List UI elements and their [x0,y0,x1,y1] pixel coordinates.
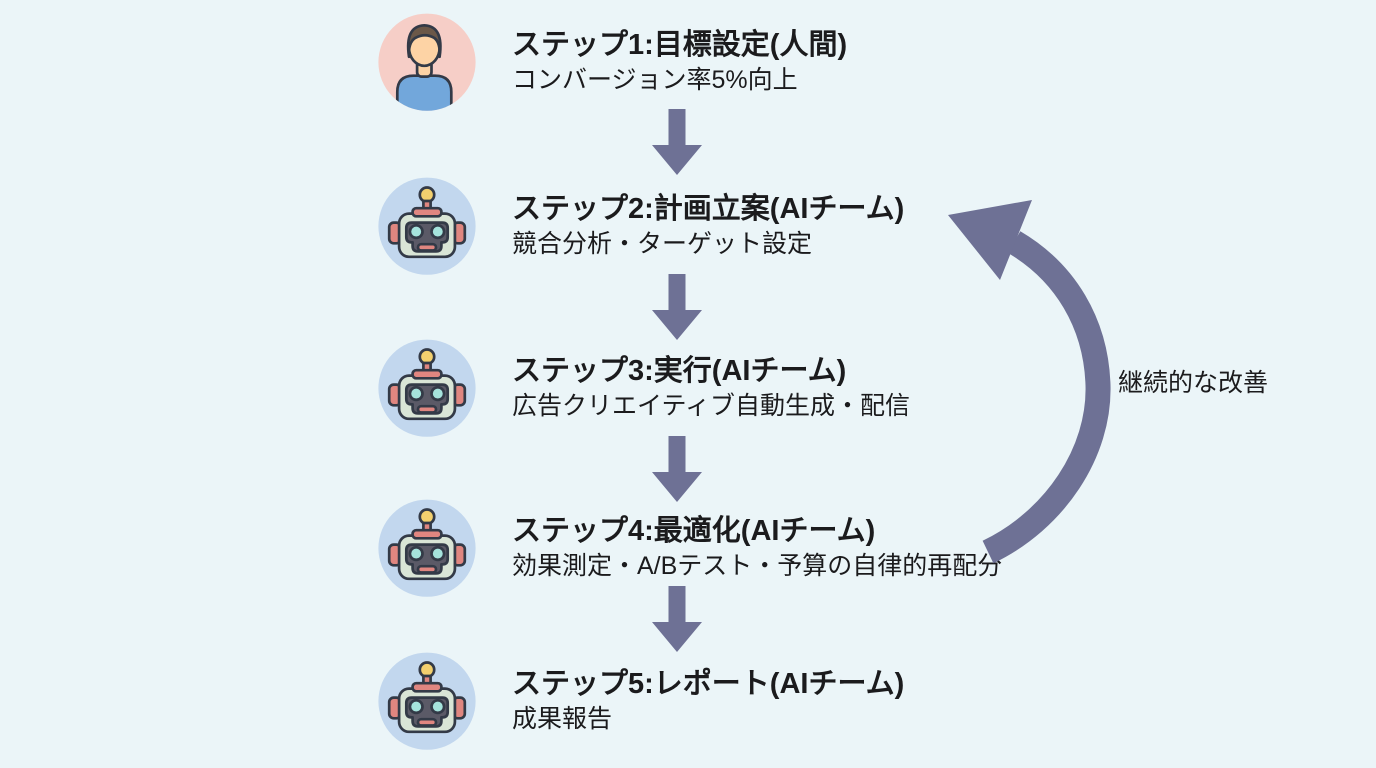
step-title: ステップ4:最適化(AIチーム) [512,515,876,547]
loop-arrow-icon [948,200,1111,564]
step-row-2: ステップ2:計画立案(AIチーム) 競合分析・ターゲット設定 [373,174,1133,292]
step-row-5: ステップ5:レポート(AIチーム) 成果報告 [373,649,1133,767]
down-arrow-icon [652,436,702,502]
human-avatar-icon [373,10,481,118]
step-row-3: ステップ3:実行(AIチーム) 広告クリエイティブ自動生成・配信 [373,336,1133,454]
down-arrow-icon [652,109,702,175]
step-subtitle: コンバージョン率5%向上 [512,66,798,94]
step-title: ステップ5:レポート(AIチーム) [512,668,905,700]
robot-avatar-icon [373,174,481,282]
step-row-4: ステップ4:最適化(AIチーム) 効果測定・A/Bテスト・予算の自律的再配分 [373,496,1133,614]
step-subtitle: 広告クリエイティブ自動生成・配信 [512,392,911,420]
down-arrow-icon [652,274,702,340]
robot-avatar-icon [373,336,481,444]
down-arrow-icon [652,586,702,652]
step-title: ステップ2:計画立案(AIチーム) [512,193,905,225]
step-title: ステップ1:目標設定(人間) [512,29,848,61]
step-subtitle: 効果測定・A/Bテスト・予算の自律的再配分 [512,552,1003,580]
robot-avatar-icon [373,649,481,757]
robot-avatar-icon [373,496,481,604]
step-row-1: ステップ1:目標設定(人間) コンバージョン率5%向上 [373,10,1133,128]
loop-label: 継続的な改善 [1118,369,1269,397]
step-subtitle: 成果報告 [512,705,613,733]
step-title: ステップ3:実行(AIチーム) [512,355,847,387]
step-subtitle: 競合分析・ターゲット設定 [512,230,813,258]
